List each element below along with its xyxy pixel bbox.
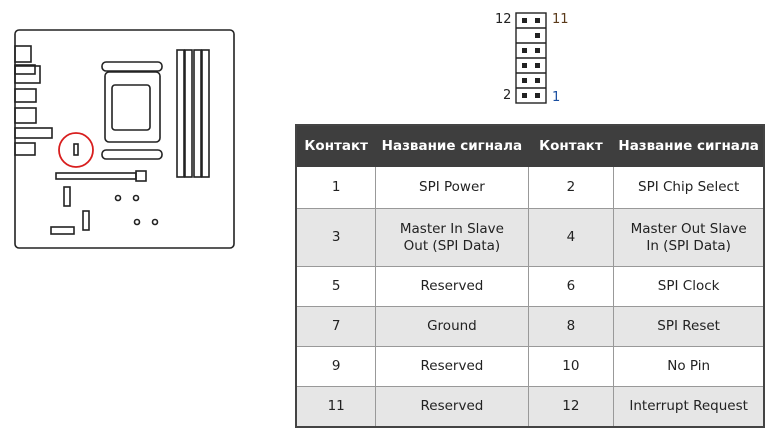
pinout-table: Контакт Название сигнала Контакт Названи… (295, 124, 765, 428)
cell: Master Out Slave In (SPI Data) (613, 208, 765, 267)
cell: Reserved (375, 386, 529, 428)
cell: 2 (527, 166, 615, 209)
cell: 9 (295, 346, 377, 387)
cell: 5 (295, 266, 377, 307)
motherboard-diagram (14, 29, 235, 249)
cell: Reserved (375, 266, 529, 307)
cell: Ground (375, 306, 529, 347)
pin-label-2: 2 (503, 88, 512, 103)
cell: Interrupt Request (613, 386, 765, 428)
dimm-slots (176, 49, 210, 178)
cell: 4 (527, 208, 615, 267)
jspi-header-location (73, 143, 79, 156)
pin-header-graphic (515, 12, 547, 104)
header-pin: Контакт (527, 124, 615, 167)
pin-label-12: 12 (495, 12, 512, 27)
highlight-circle (58, 132, 94, 168)
table-header-row: Контакт Название сигнала Контакт Названи… (295, 124, 765, 167)
header-signal: Название сигнала (613, 124, 765, 167)
header-pin: Контакт (295, 124, 377, 167)
cell: 3 (295, 208, 377, 267)
cell: 11 (295, 386, 377, 428)
cell: SPI Clock (613, 266, 765, 307)
cell: 10 (527, 346, 615, 387)
cell: SPI Chip Select (613, 166, 765, 209)
cell: SPI Power (375, 166, 529, 209)
cpu-socket (101, 61, 163, 160)
pin-header-diagram: 12 11 2 1 (495, 8, 575, 108)
pin-label-1: 1 (552, 90, 561, 105)
cell: 7 (295, 306, 377, 347)
cell: SPI Reset (613, 306, 765, 347)
cell: 12 (527, 386, 615, 428)
pcie-slot (55, 172, 137, 180)
cell: 1 (295, 166, 377, 209)
cell: Reserved (375, 346, 529, 387)
cell: Master In Slave Out (SPI Data) (375, 208, 529, 267)
cell: 6 (527, 266, 615, 307)
cell: 8 (527, 306, 615, 347)
cell: No Pin (613, 346, 765, 387)
header-signal: Название сигнала (375, 124, 529, 167)
pin-label-11: 11 (552, 12, 569, 27)
